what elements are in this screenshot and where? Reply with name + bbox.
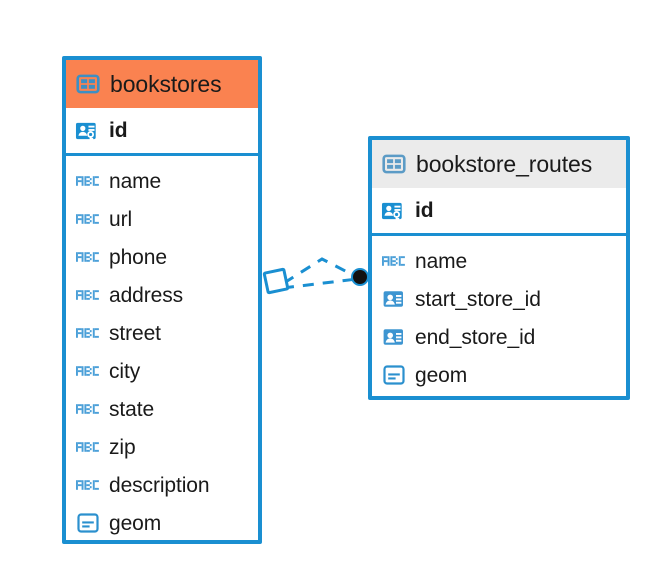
field-label: zip (109, 435, 136, 459)
relationship-line-lower (282, 277, 358, 290)
primary-key-icon (381, 198, 407, 224)
abc-text-icon (76, 436, 100, 458)
field-row-start-store-id[interactable]: start_store_id (372, 280, 626, 318)
field-label: geom (415, 363, 468, 387)
entity-header-bookstore-routes[interactable]: bookstore_routes (372, 140, 626, 188)
abc-text-icon (76, 360, 100, 382)
field-label: start_store_id (415, 287, 541, 311)
primary-key-row[interactable]: id (372, 188, 626, 236)
primary-key-row[interactable]: id (66, 108, 258, 156)
field-row-geom[interactable]: geom (372, 356, 626, 394)
field-label: address (109, 283, 184, 307)
abc-text-icon (76, 208, 100, 230)
field-row-description[interactable]: description (66, 466, 258, 504)
relationship-line-upper (283, 257, 358, 285)
field-label: description (109, 473, 210, 497)
field-label: id (415, 199, 434, 222)
geometry-icon (76, 511, 100, 535)
field-label: name (415, 249, 468, 273)
entity-title: bookstore_routes (416, 150, 593, 177)
field-label: geom (109, 511, 162, 535)
field-label: end_store_id (415, 325, 536, 349)
field-list-bookstore-routes: name start_store_id (372, 236, 626, 400)
field-label: name (109, 169, 162, 193)
foreign-key-icon (382, 325, 406, 349)
foreign-key-icon (382, 287, 406, 311)
field-row-geom[interactable]: geom (66, 504, 258, 542)
primary-key-icon (75, 118, 101, 144)
abc-text-icon (76, 170, 100, 192)
entity-table-bookstore-routes[interactable]: bookstore_routes id (368, 136, 630, 400)
field-row-city[interactable]: city (66, 352, 258, 390)
field-label: phone (109, 245, 167, 269)
abc-text-icon (76, 284, 100, 306)
diamond-outline-icon (262, 267, 290, 295)
field-label: street (109, 321, 161, 345)
abc-text-icon (76, 246, 100, 268)
field-label: id (109, 119, 128, 142)
field-label: url (109, 207, 133, 231)
abc-text-icon (76, 398, 100, 420)
field-label: state (109, 397, 155, 421)
abc-text-icon (76, 474, 100, 496)
abc-text-icon (382, 250, 406, 272)
field-row-name[interactable]: name (372, 242, 626, 280)
field-row-zip[interactable]: zip (66, 428, 258, 466)
field-row-name[interactable]: name (66, 162, 258, 200)
filled-circle-icon (351, 268, 369, 286)
field-row-end-store-id[interactable]: end_store_id (372, 318, 626, 356)
field-row-street[interactable]: street (66, 314, 258, 352)
field-row-phone[interactable]: phone (66, 238, 258, 276)
table-icon (381, 151, 407, 177)
abc-text-icon (76, 322, 100, 344)
entity-header-bookstores[interactable]: bookstores (66, 60, 258, 108)
table-icon (75, 71, 101, 97)
geometry-icon (382, 363, 406, 387)
entity-title: bookstores (110, 70, 222, 97)
field-row-url[interactable]: url (66, 200, 258, 238)
field-list-bookstores: name (66, 156, 258, 548)
field-row-state[interactable]: state (66, 390, 258, 428)
entity-table-bookstores[interactable]: bookstores id (62, 56, 262, 544)
field-label: city (109, 359, 141, 383)
field-row-address[interactable]: address (66, 276, 258, 314)
